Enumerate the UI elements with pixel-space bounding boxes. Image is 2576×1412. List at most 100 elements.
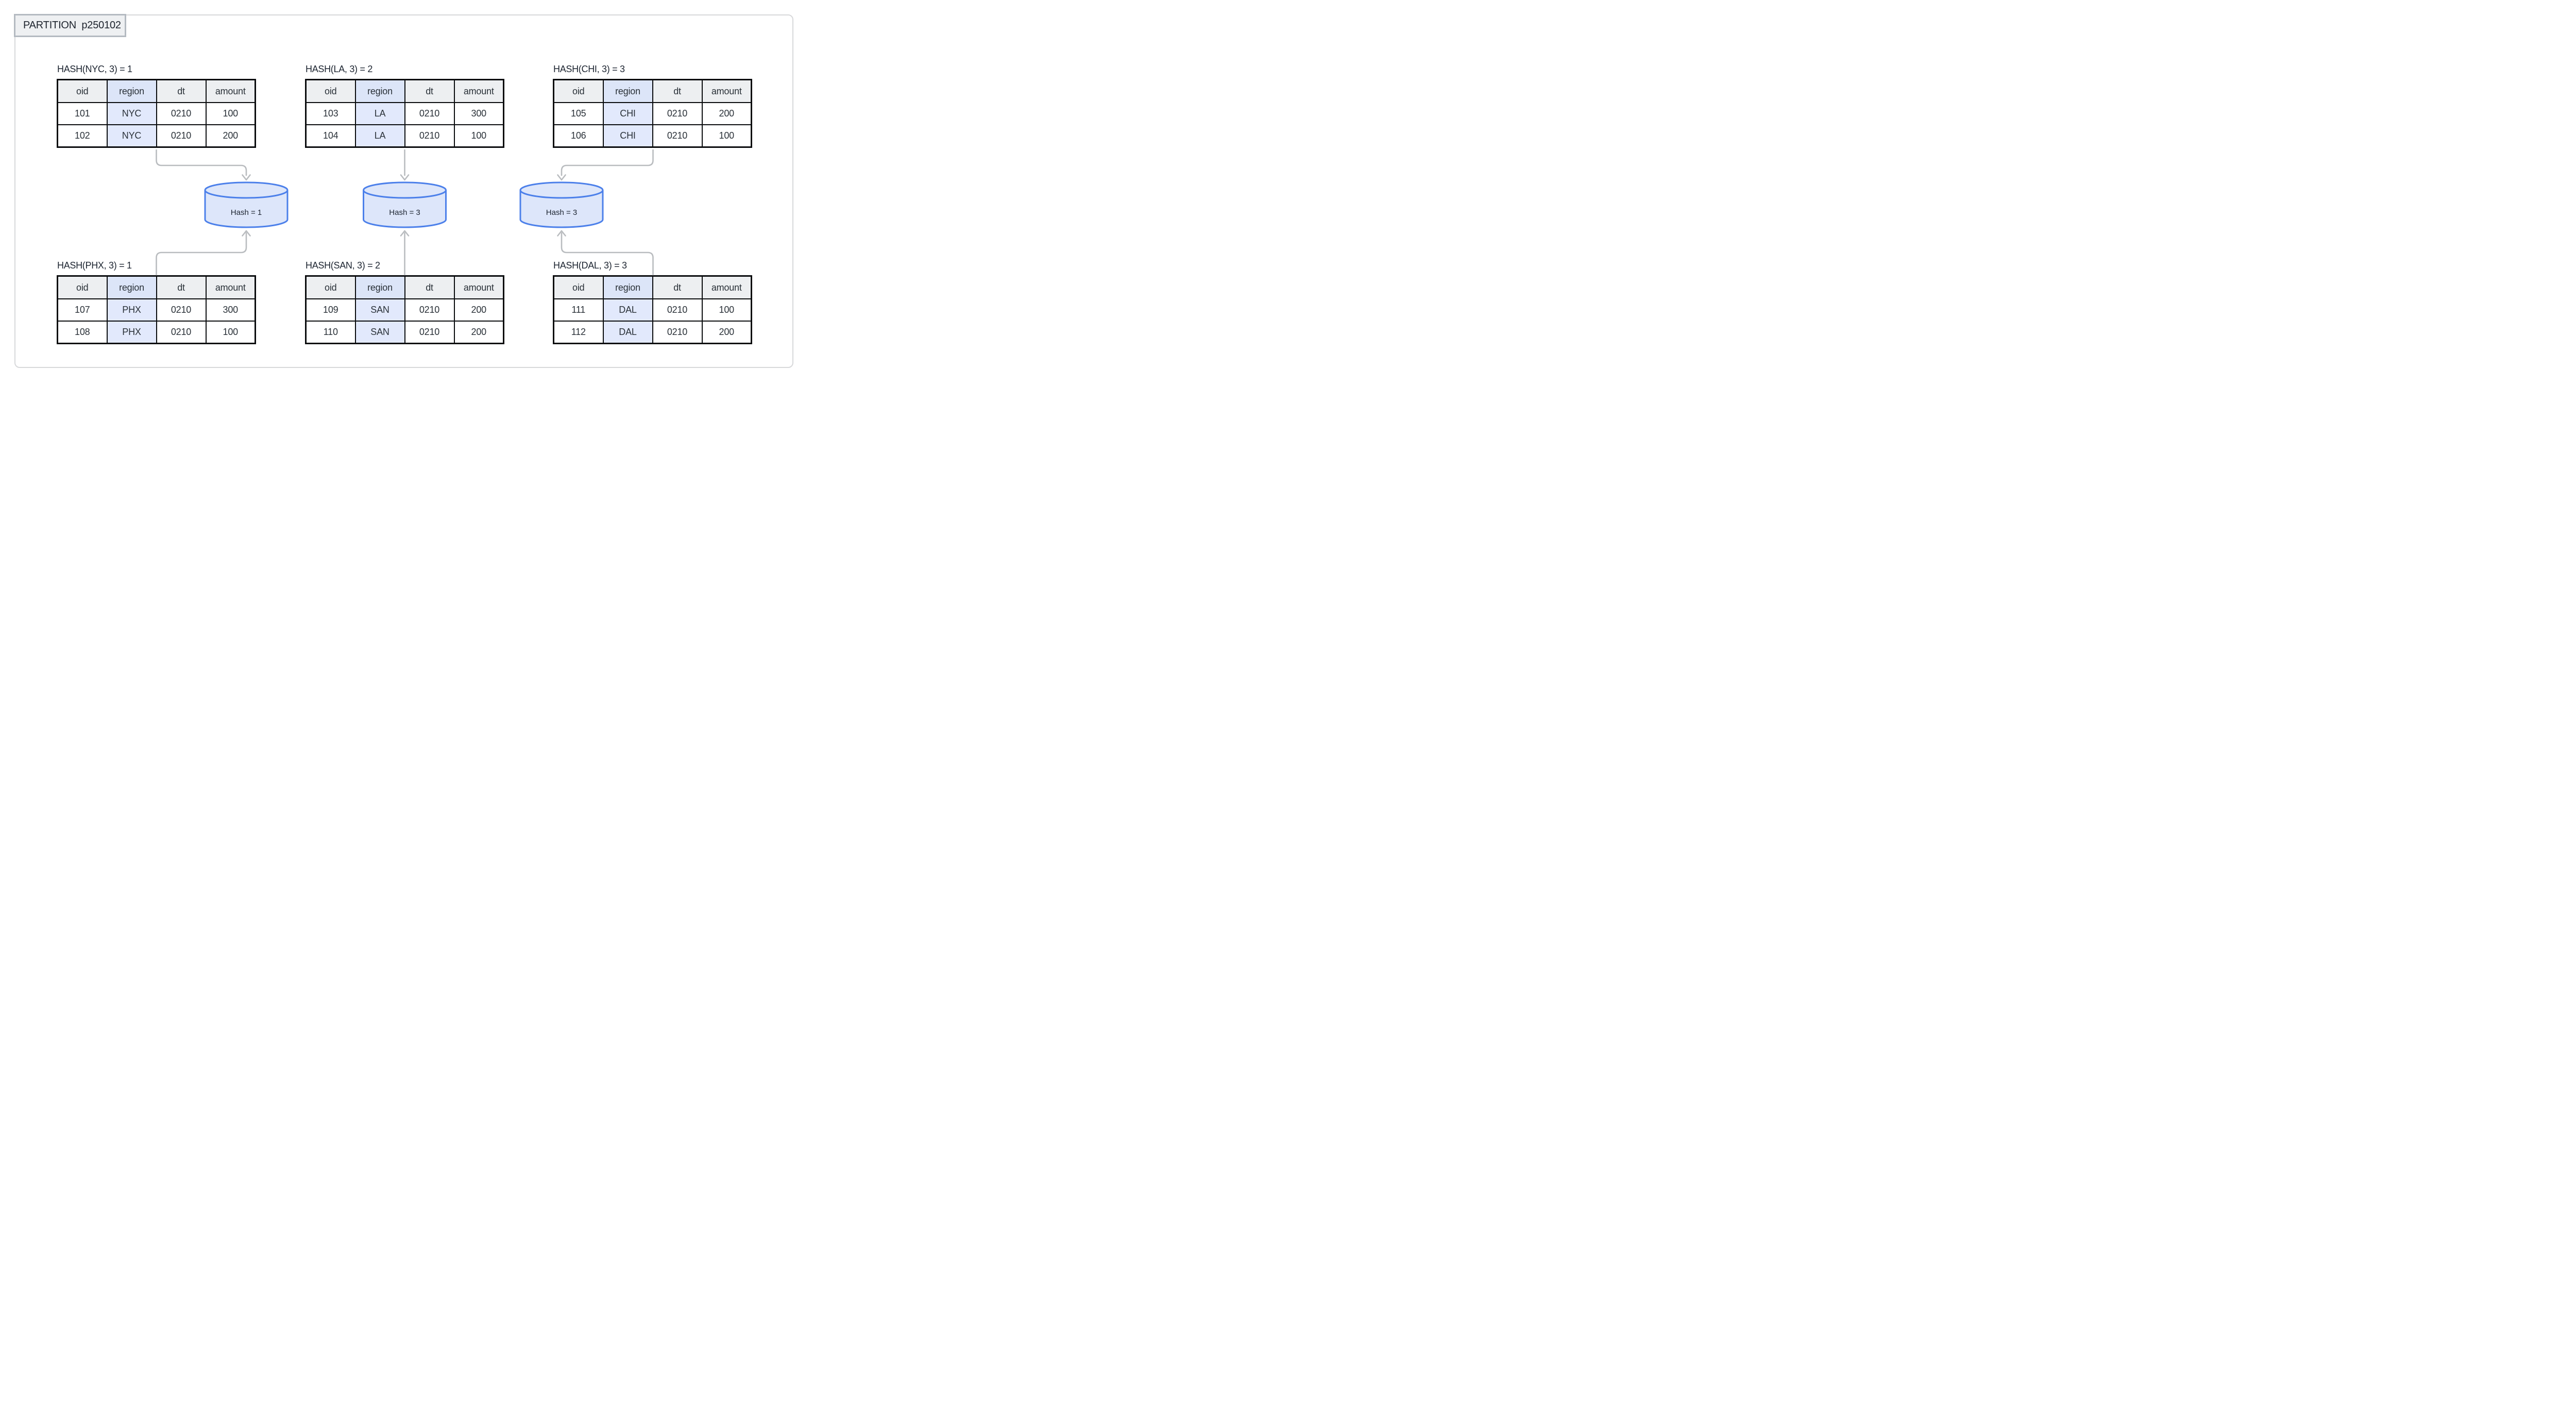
cell-region: LA	[354, 102, 405, 125]
table-row: 102 NYC 0210 200	[57, 124, 256, 148]
column-header-region: region	[106, 275, 157, 299]
partition-label: PARTITION p250102	[14, 14, 126, 37]
cell-amount: 100	[701, 124, 752, 148]
table-row: 101 NYC 0210 100	[57, 102, 256, 125]
table-row: 110 SAN 0210 200	[305, 321, 504, 344]
table-row: 107 PHX 0210 300	[57, 298, 256, 322]
column-header-oid: oid	[553, 79, 604, 103]
table-title-san: HASH(SAN, 3) = 2	[306, 260, 380, 271]
cell-region: DAL	[602, 298, 653, 322]
cell-amount: 300	[453, 102, 504, 125]
cell-amount: 200	[453, 321, 504, 344]
table-header-row: oid region dt amount	[305, 275, 504, 299]
cell-dt: 0210	[156, 124, 207, 148]
cell-dt: 0210	[156, 321, 207, 344]
cell-oid: 104	[305, 124, 356, 148]
cell-dt: 0210	[156, 298, 207, 322]
table-title-chi: HASH(CHI, 3) = 3	[553, 64, 625, 74]
column-header-dt: dt	[404, 275, 455, 299]
cell-region: DAL	[602, 321, 653, 344]
table-row: 103 LA 0210 300	[305, 102, 504, 125]
arrow-up-icon	[400, 230, 410, 237]
cell-oid: 111	[553, 298, 604, 322]
column-header-dt: dt	[404, 79, 455, 103]
table-row: 108 PHX 0210 100	[57, 321, 256, 344]
cell-dt: 0210	[652, 124, 703, 148]
column-header-amount: amount	[701, 275, 752, 299]
cell-dt: 0210	[652, 321, 703, 344]
cylinder-label: Hash = 3	[389, 208, 420, 217]
arrow-up-icon	[242, 230, 251, 237]
cell-oid: 108	[57, 321, 108, 344]
table-nyc: oid region dt amount 101 NYC 0210 100 10…	[57, 79, 256, 148]
arrow-down-icon	[242, 174, 251, 181]
table-header-row: oid region dt amount	[553, 275, 752, 299]
cell-dt: 0210	[404, 102, 455, 125]
table-header-row: oid region dt amount	[57, 79, 256, 103]
partition-label-text: PARTITION p250102	[23, 20, 121, 31]
table-row: 112 DAL 0210 200	[553, 321, 752, 344]
cell-oid: 102	[57, 124, 108, 148]
column-header-region: region	[602, 79, 653, 103]
column-header-amount: amount	[453, 79, 504, 103]
cylinder-label: Hash = 3	[546, 208, 577, 217]
cell-dt: 0210	[156, 102, 207, 125]
arrow-down-icon	[557, 174, 566, 181]
cell-region: CHI	[602, 102, 653, 125]
cell-region: SAN	[354, 298, 405, 322]
connector-chi-to-hash3	[557, 149, 654, 181]
cell-dt: 0210	[404, 321, 455, 344]
column-header-amount: amount	[205, 79, 256, 103]
cell-oid: 110	[305, 321, 356, 344]
table-san: oid region dt amount 109 SAN 0210 200 11…	[305, 275, 504, 344]
column-header-oid: oid	[57, 275, 108, 299]
cell-region: NYC	[106, 124, 157, 148]
column-header-region: region	[354, 275, 405, 299]
table-phx: oid region dt amount 107 PHX 0210 300 10…	[57, 275, 256, 344]
cylinder-label: Hash = 1	[231, 208, 262, 217]
cell-oid: 112	[553, 321, 604, 344]
table-row: 105 CHI 0210 200	[553, 102, 752, 125]
column-header-oid: oid	[305, 275, 356, 299]
cylinder-hash-3: Hash = 3	[519, 181, 604, 228]
table-chi: oid region dt amount 105 CHI 0210 200 10…	[553, 79, 752, 148]
connector-layer: Hash = 1 Hash = 3 Hash = 3	[156, 149, 654, 276]
column-header-oid: oid	[305, 79, 356, 103]
cell-amount: 100	[205, 321, 256, 344]
cell-dt: 0210	[404, 298, 455, 322]
cell-amount: 200	[701, 102, 752, 125]
table-title-phx: HASH(PHX, 3) = 1	[57, 260, 132, 271]
table-title-nyc: HASH(NYC, 3) = 1	[57, 64, 132, 74]
cell-dt: 0210	[404, 124, 455, 148]
cell-dt: 0210	[652, 102, 703, 125]
table-row: 104 LA 0210 100	[305, 124, 504, 148]
cell-region: PHX	[106, 321, 157, 344]
cell-oid: 106	[553, 124, 604, 148]
column-header-oid: oid	[57, 79, 108, 103]
cell-amount: 100	[701, 298, 752, 322]
arrow-up-icon	[557, 230, 566, 237]
column-header-amount: amount	[453, 275, 504, 299]
cell-region: LA	[354, 124, 405, 148]
cell-amount: 100	[453, 124, 504, 148]
column-header-oid: oid	[553, 275, 604, 299]
column-header-region: region	[602, 275, 653, 299]
cell-amount: 300	[205, 298, 256, 322]
cell-region: PHX	[106, 298, 157, 322]
cell-oid: 103	[305, 102, 356, 125]
cylinder-hash-1: Hash = 1	[204, 181, 289, 228]
column-header-amount: amount	[701, 79, 752, 103]
cell-oid: 105	[553, 102, 604, 125]
column-header-dt: dt	[156, 275, 207, 299]
cell-oid: 109	[305, 298, 356, 322]
column-header-dt: dt	[652, 275, 703, 299]
column-header-dt: dt	[652, 79, 703, 103]
connector-dal-to-hash3	[557, 230, 654, 276]
column-header-dt: dt	[156, 79, 207, 103]
table-header-row: oid region dt amount	[305, 79, 504, 103]
column-header-amount: amount	[205, 275, 256, 299]
table-header-row: oid region dt amount	[57, 275, 256, 299]
arrow-down-icon	[400, 174, 410, 181]
table-la: oid region dt amount 103 LA 0210 300 104…	[305, 79, 504, 148]
cell-amount: 100	[205, 102, 256, 125]
